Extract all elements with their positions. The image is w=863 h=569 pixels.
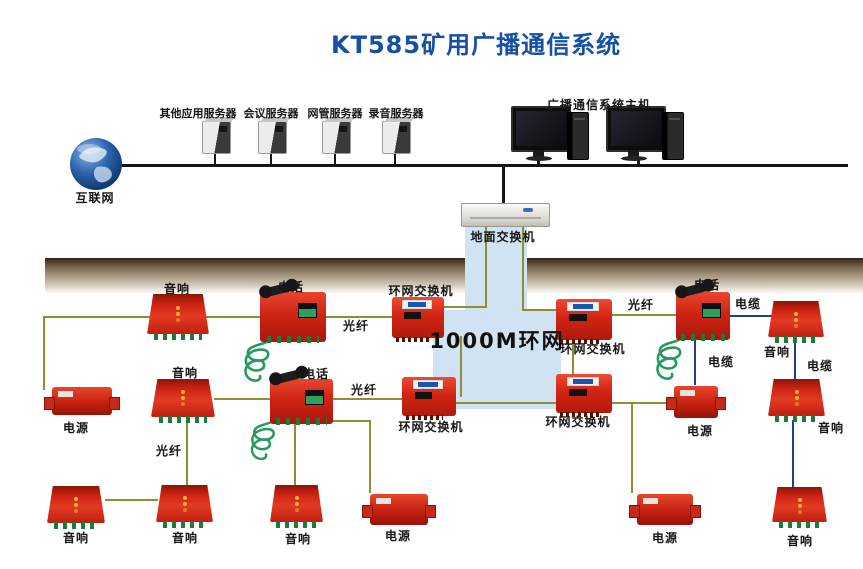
speaker-device: [147, 294, 209, 340]
power-device: [666, 383, 726, 421]
speaker-label: 音响: [163, 282, 191, 296]
page-title: KT585矿用广播通信系统: [331, 31, 622, 59]
host-drop-line: [637, 157, 640, 167]
ground-switch-device: [461, 203, 550, 227]
power-label: 电源: [686, 424, 714, 438]
ring-switch-label: 环网交换机: [398, 420, 464, 434]
server-label: 网管服务器: [307, 107, 363, 120]
fiber-line: [443, 306, 487, 308]
fiber-line: [314, 420, 371, 422]
ring-network-label: 1000M环网: [429, 329, 565, 353]
speaker-label: 音响: [62, 531, 90, 545]
fiber-line: [610, 314, 678, 316]
speaker-device: [768, 379, 825, 422]
fiber-line: [43, 316, 395, 318]
phone-device: [676, 281, 730, 341]
server-drop-line: [270, 151, 272, 166]
phone-label: 电话: [693, 278, 721, 292]
speaker-label: 音响: [284, 532, 312, 546]
power-device: [362, 491, 436, 528]
cable-label: 电缆: [806, 359, 834, 373]
speaker-device: [270, 485, 323, 528]
speaker-device: [768, 301, 824, 343]
fiber-label: 光纤: [155, 444, 183, 458]
ring-switch-device: [556, 299, 612, 344]
ring-switch-label: 环网交换机: [560, 342, 626, 356]
speaker-device: [151, 379, 215, 423]
fiber-line: [522, 226, 524, 311]
fiber-line: [105, 499, 158, 501]
internet-globe-icon: [69, 137, 123, 191]
fiber-line: [294, 422, 296, 487]
server-label: 其他应用服务器: [159, 107, 237, 120]
power-label: 电源: [62, 421, 90, 435]
pc-tower-icon: [567, 112, 589, 160]
ring-network-area-strip: [465, 226, 527, 312]
ring-switch-label: 环网交换机: [388, 284, 454, 298]
server-label: 会议服务器: [243, 107, 299, 120]
ring-switch-device: [402, 377, 456, 420]
server-label: 录音服务器: [368, 107, 424, 120]
speaker-label: 音响: [171, 366, 199, 380]
internet-label: 互联网: [75, 191, 115, 205]
power-label: 电源: [384, 529, 412, 543]
server-drop-line: [394, 151, 396, 166]
fiber-line: [369, 420, 371, 493]
fiber-line: [485, 226, 487, 308]
monitor-stand: [533, 150, 544, 157]
cable-line: [792, 420, 794, 490]
server-drop-line: [334, 151, 336, 166]
phone-label: 电话: [277, 280, 305, 294]
speaker-label: 音响: [763, 345, 791, 359]
phone-cord: [656, 334, 686, 380]
phone-device: [260, 281, 326, 343]
monitor-base: [526, 156, 552, 161]
speaker-device: [772, 487, 827, 528]
speaker-device: [156, 485, 213, 528]
speaker-label: 音响: [786, 534, 814, 548]
server-tower: [258, 121, 287, 154]
fiber-line: [43, 316, 45, 390]
fiber-label: 光纤: [350, 383, 378, 397]
power-device: [629, 491, 701, 528]
switch-drop-line: [502, 167, 505, 204]
phone-cord: [244, 336, 274, 382]
ground-switch-label: 地面交换机: [470, 230, 536, 244]
server-drop-line: [214, 151, 216, 166]
server-tower: [202, 121, 231, 154]
monitor-stand: [628, 150, 639, 157]
fiber-line: [186, 420, 188, 487]
fiber-label: 光纤: [342, 319, 370, 333]
host-label: 广播通信系统主机: [546, 98, 652, 112]
cable-label: 电缆: [707, 355, 735, 369]
fiber-line: [572, 338, 574, 376]
phone-label: 电话: [302, 367, 330, 381]
power-device: [44, 384, 120, 418]
pc-tower-icon: [662, 112, 684, 160]
speaker-label: 音响: [171, 531, 199, 545]
cable-line: [694, 338, 696, 385]
monitor-base: [621, 156, 647, 161]
speaker-label: 音响: [817, 421, 845, 435]
ring-switch-label: 环网交换机: [545, 415, 611, 429]
surface-backbone-line: [110, 164, 848, 167]
power-label: 电源: [651, 531, 679, 545]
server-tower: [382, 121, 411, 154]
monitor-icon: [511, 106, 571, 152]
phone-cord: [250, 416, 279, 461]
ground-band: [45, 258, 863, 294]
speaker-device: [47, 486, 105, 529]
fiber-line: [631, 402, 633, 493]
server-tower: [322, 121, 351, 154]
host-drop-line: [537, 157, 540, 167]
ring-switch-device: [392, 297, 444, 342]
cable-line: [726, 315, 772, 317]
fiber-label: 光纤: [627, 298, 655, 312]
cable-label: 电缆: [734, 297, 762, 311]
phone-device: [270, 368, 333, 425]
fiber-line: [460, 336, 462, 397]
fiber-line: [522, 309, 558, 311]
ring-switch-device: [556, 374, 612, 417]
cable-line: [794, 340, 796, 382]
